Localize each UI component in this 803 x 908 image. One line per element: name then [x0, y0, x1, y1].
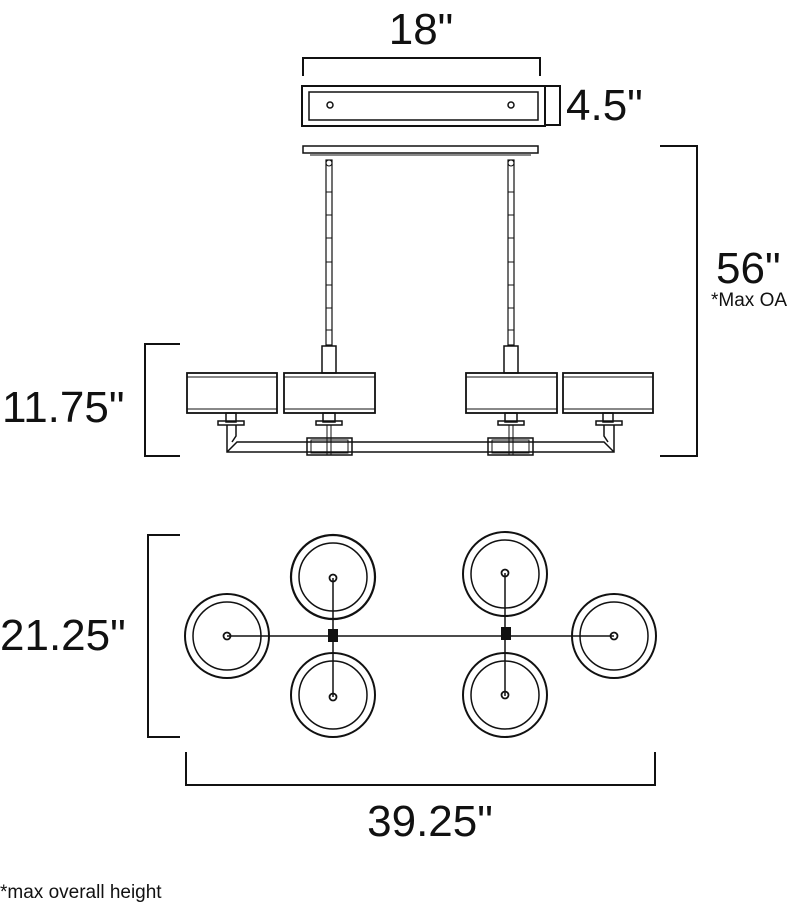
footnote: *max overall height	[0, 882, 162, 903]
shade-plan-bottom-left	[290, 652, 376, 738]
sockets	[217, 412, 623, 426]
shade-plan-top-left	[289, 533, 377, 621]
shade-plan-top-right	[462, 531, 548, 617]
hub-right	[501, 627, 511, 640]
canopy-height-label: 4.5"	[566, 81, 643, 130]
depth-label: 21.25"	[0, 611, 126, 660]
left-chain	[325, 159, 333, 346]
overall-height-label: 56"	[716, 244, 781, 293]
width-bracket	[185, 752, 656, 786]
shade-height-bracket	[144, 343, 180, 457]
canopy-width-label: 18"	[389, 5, 454, 54]
shades	[186, 372, 654, 414]
shade-plan-right	[571, 593, 657, 679]
canopy-height-bracket	[546, 85, 561, 126]
arm	[226, 425, 615, 456]
shade-height-label: 11.75"	[2, 383, 124, 432]
chandelier-plan-view	[184, 531, 657, 738]
depth-bracket	[147, 534, 180, 738]
canopy-front-view	[301, 85, 546, 127]
overall-height-note: *Max OA	[711, 290, 787, 311]
width-label: 39.25"	[367, 797, 493, 846]
right-chain	[507, 159, 515, 346]
overall-height-bracket	[660, 145, 698, 457]
canopy-width-bracket	[302, 57, 541, 76]
shade-plan-bottom-right	[462, 652, 548, 738]
shade-plan-left	[184, 593, 270, 679]
chandelier-side-view	[186, 145, 654, 456]
hub-left	[328, 629, 338, 642]
